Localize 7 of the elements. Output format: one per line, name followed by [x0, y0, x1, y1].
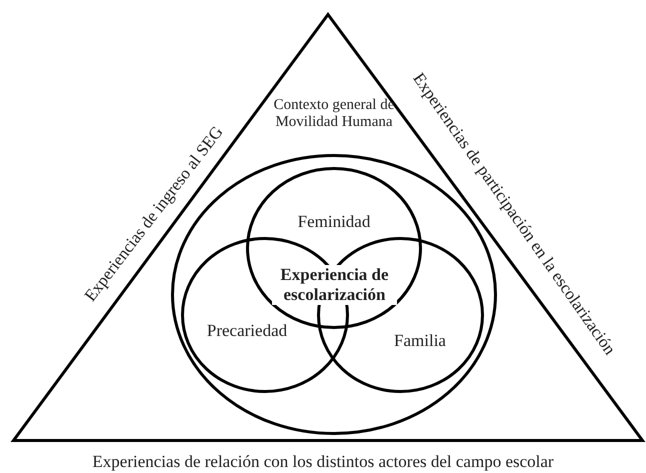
base-label: Experiencias de relación con los distintos actores del campo escolar	[92, 452, 554, 472]
ellipse-heading: Contexto general de Movilidad Humana	[273, 97, 395, 131]
center-label: Experiencia de escolarización	[272, 265, 397, 305]
circle-label: Familia	[394, 331, 446, 351]
circle-label: Feminidad	[298, 212, 370, 232]
triangle-outline	[12, 13, 644, 442]
circle-label: Precariedad	[206, 321, 288, 341]
